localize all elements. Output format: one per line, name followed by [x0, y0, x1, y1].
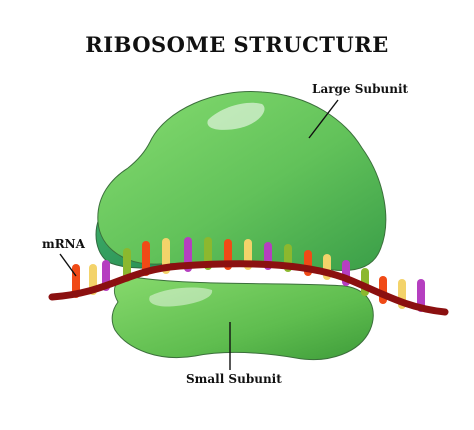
mrna-strand — [48, 260, 449, 316]
large-subunit-leader-line — [308, 99, 339, 139]
small-subunit-highlight — [149, 287, 213, 307]
small-subunit-label: Small Subunit — [186, 372, 282, 386]
large-subunit-label: Large Subunit — [312, 82, 409, 96]
small-subunit — [111, 276, 374, 361]
mrna-label: mRNA — [42, 237, 86, 251]
diagram-title: RIBOSOME STRUCTURE — [85, 32, 388, 57]
mrna-leader-line — [59, 253, 77, 277]
large-subunit-highlight — [207, 102, 265, 130]
